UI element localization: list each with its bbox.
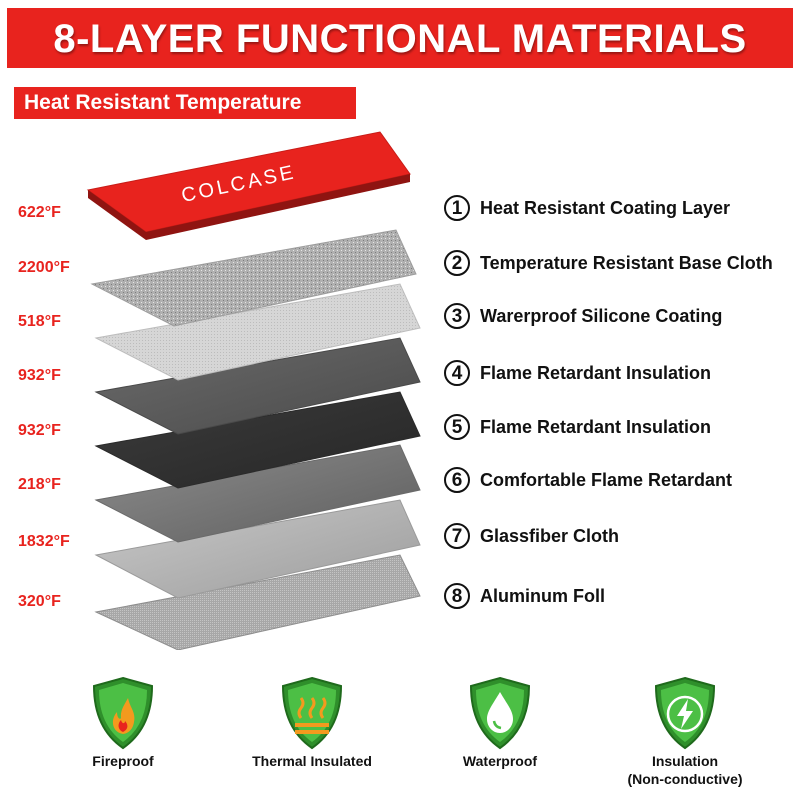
layer-number-badge: 4	[444, 360, 470, 386]
layer-item-5: 5 Flame Retardant Insulation	[444, 412, 711, 442]
feature-label: Fireproof	[92, 753, 154, 769]
layer-8-sheet	[94, 554, 421, 650]
layer-name: Temperature Resistant Base Cloth	[480, 252, 773, 273]
layer-number-badge: 6	[444, 467, 470, 493]
layer-name: Aluminum Foll	[480, 585, 605, 606]
water-drop-shield-icon	[469, 676, 531, 750]
layer-name: Flame Retardant Insulation	[480, 416, 712, 437]
feature-sublabel: (Non-conductive)	[627, 771, 743, 787]
temperature-label: 932°F	[18, 422, 61, 439]
temperature-label: 1832°F	[18, 533, 70, 550]
layer-number-badge: 7	[444, 523, 470, 549]
layer-number-badge: 5	[444, 414, 470, 440]
layer-number-badge: 3	[444, 303, 470, 329]
layer-item-7: 7 Glassfiber Cloth	[444, 521, 619, 551]
layer-number-badge: 8	[444, 583, 470, 609]
layer-3-sheet	[94, 283, 421, 381]
layer-2-sheet	[90, 229, 417, 327]
layer-name: Glassfiber Cloth	[480, 525, 620, 546]
layer-7-sheet	[94, 499, 421, 599]
layer-item-8: 8 Aluminum Foll	[444, 581, 605, 611]
lightning-shield-icon	[654, 676, 716, 750]
layer-number-badge: 2	[444, 250, 470, 276]
heat-resistant-temperature-label: Heat Resistant Temperature	[14, 87, 356, 119]
layer-stack-illustration: COLCASE	[86, 131, 421, 650]
layer-name: Flame Retardant Insulation	[480, 362, 712, 383]
layer-name: Heat Resistant Coating Layer	[480, 197, 731, 218]
temperature-label: 320°F	[18, 593, 61, 610]
layer-item-4: 4 Flame Retardant Insulation	[444, 358, 711, 388]
layer-item-1: 1 Heat Resistant Coating Layer	[444, 193, 730, 223]
feature-thermal-insulated: Thermal Insulated	[227, 676, 397, 770]
temperature-label: 2200°F	[18, 259, 70, 276]
temperature-label: 932°F	[18, 367, 61, 384]
layer-item-6: 6 Comfortable Flame Retardant	[444, 465, 732, 495]
feature-insulation: Insulation (Non-conductive)	[600, 676, 770, 788]
layer-item-2: 2 Temperature Resistant Base Cloth	[444, 248, 773, 278]
layer-4-sheet	[94, 337, 421, 435]
temperature-label: 218°F	[18, 476, 61, 493]
feature-label: Thermal Insulated	[252, 753, 372, 769]
layer-name: Warerproof Silicone Coating	[480, 305, 723, 326]
layer-item-3: 3 Warerproof Silicone Coating	[444, 301, 722, 331]
layer-number-badge: 1	[444, 195, 470, 221]
layer-5-sheet	[94, 391, 421, 489]
layer-6-sheet	[94, 444, 421, 543]
heat-waves-shield-icon	[281, 676, 343, 750]
main-title-banner: 8-LAYER FUNCTIONAL MATERIALS	[7, 8, 793, 68]
feature-label: Waterproof	[462, 753, 538, 769]
temperature-label: 518°F	[18, 313, 61, 330]
feature-waterproof: Waterproof	[415, 676, 585, 770]
feature-fireproof: Fireproof	[38, 676, 208, 770]
layer-name: Comfortable Flame Retardant	[480, 469, 733, 490]
temperature-label: 622°F	[18, 204, 61, 221]
feature-label: Insulation	[651, 753, 719, 769]
flame-shield-icon	[92, 676, 154, 750]
